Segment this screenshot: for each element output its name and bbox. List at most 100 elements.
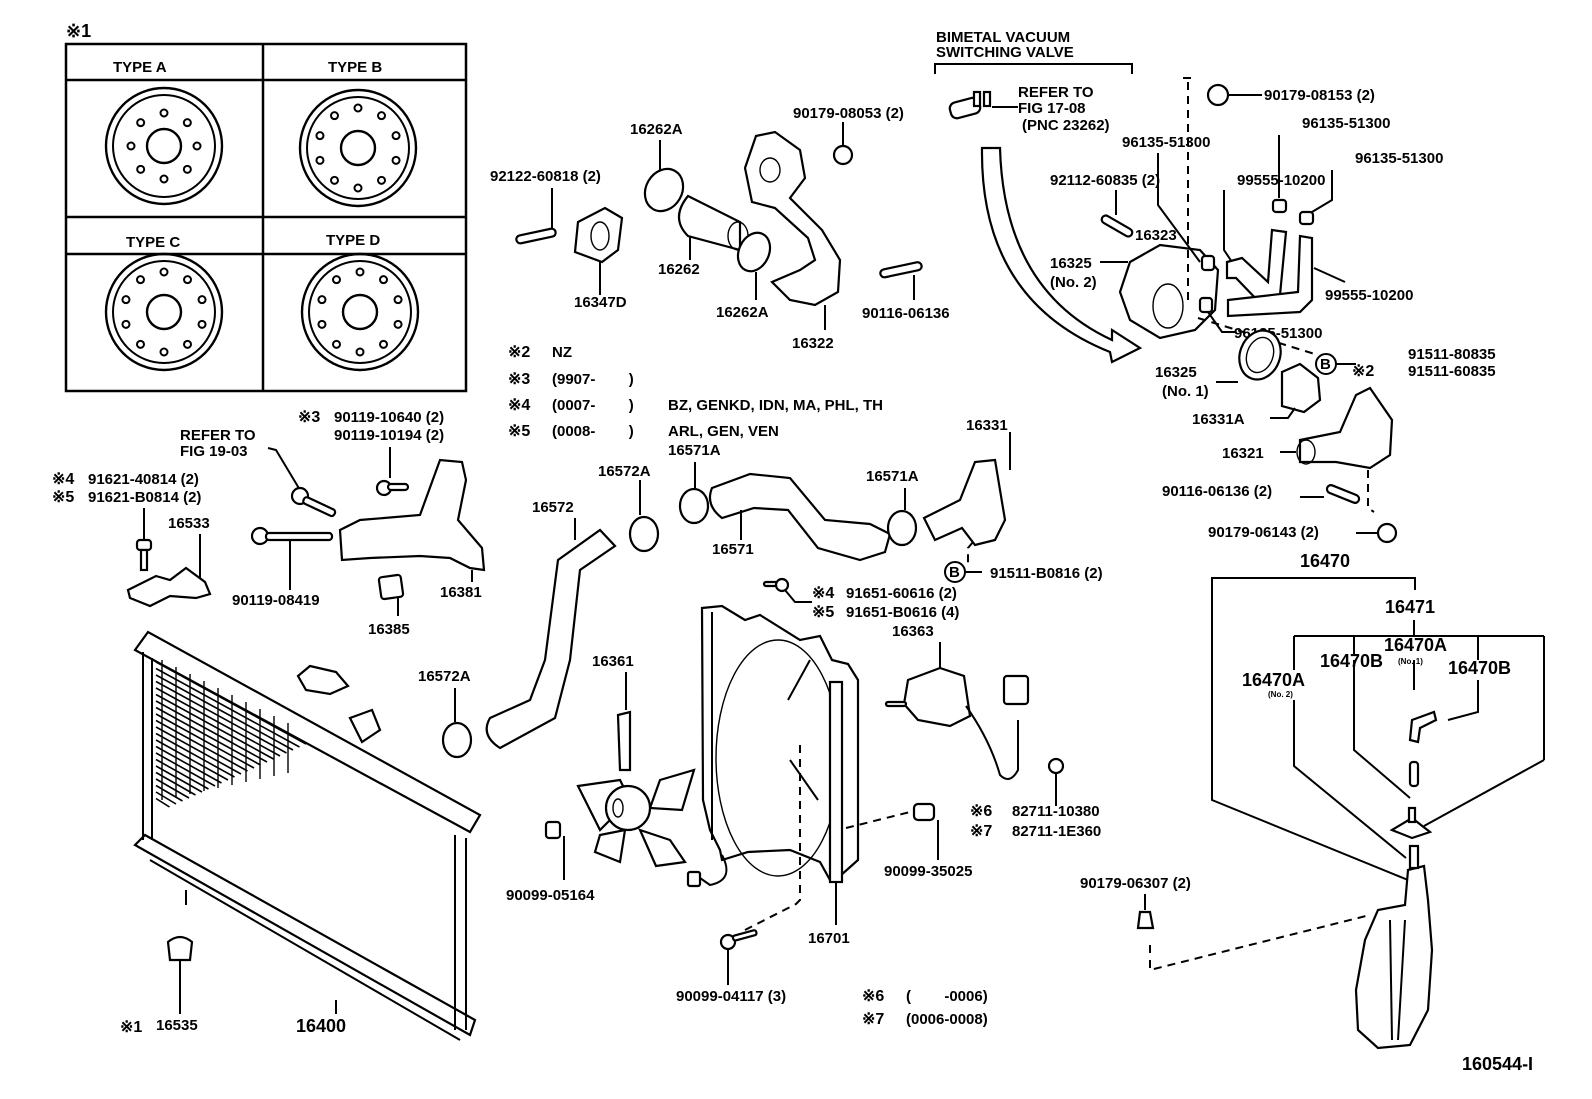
hose-clamp-icon [643,167,685,213]
label-16331a[interactable]: 16331A [1192,411,1245,428]
label-16323[interactable]: 16323 [1135,227,1177,244]
label-16470b[interactable]: 16470B [1448,658,1511,678]
bimetal-refer-line1[interactable]: REFER TO [1018,84,1094,101]
refer-fig19-line1[interactable]: REFER TO [180,427,256,444]
label-82711-10380[interactable]: 82711-10380 [1012,803,1100,820]
nut-icon [1206,83,1230,107]
label-16470a-no2-sub: (No. 2) [1268,690,1293,699]
label-90119-08419[interactable]: 90119-08419 [232,592,320,609]
fan-motor-16363-icon [884,666,1030,780]
label-16385[interactable]: 16385 [368,621,410,638]
bimetal-refer-line3[interactable]: (PNC 23262) [1022,117,1110,134]
label-91511-B0816[interactable]: 91511-B0816 (2) [990,565,1103,582]
cap-hole [183,339,193,349]
reservoir-group: 16470 16471 16470A 16470B (No. 1) 16470A… [1080,551,1545,1050]
cap-hole [379,339,389,349]
circle-b-icon [944,561,966,583]
cap-hole [393,295,403,305]
label-16321[interactable]: 16321 [1222,445,1264,462]
label-99555-10200-b[interactable]: 99555-10200 [1325,287,1413,304]
label-91621-40814[interactable]: 91621-40814 (2) [88,471,199,488]
cap-hole [377,111,387,121]
label-91511-60835[interactable]: 91511-60835 [1408,363,1496,380]
label-96135-51300-a[interactable]: 96135-51300 [1122,134,1210,151]
label-90179-08053[interactable]: 90179-08053 (2) [793,105,904,122]
label-16322[interactable]: 16322 [792,335,834,352]
fan-shroud-16701-icon [700,604,860,882]
cap-hole [331,339,341,349]
label-16363[interactable]: 16363 [892,623,934,640]
label-16262a-bottom[interactable]: 16262A [716,304,769,321]
circle-b-label: B [1320,356,1331,373]
label-16535[interactable]: 16535 [156,1017,198,1034]
label-16325-no2[interactable]: 16325 [1050,255,1092,272]
label-91621-B0814[interactable]: 91621-B0814 (2) [88,489,201,506]
label-16347d[interactable]: 16347D [574,294,627,311]
label-92112-60835[interactable]: 92112-60835 (2) [1050,172,1160,189]
label-90119-10194[interactable]: 90119-10194 (2) [334,427,444,444]
label-16331[interactable]: 16331 [966,417,1008,434]
label-16381[interactable]: 16381 [440,584,482,601]
label-90179-06307[interactable]: 90179-06307 (2) [1080,875,1191,892]
label-90099-35025[interactable]: 90099-35025 [884,863,972,880]
hose-clip-icon [1200,254,1216,272]
gasket-16325-icon [1238,329,1282,381]
type-box-marker: ※1 [66,21,91,41]
label-16325-no1[interactable]: 16325 [1155,364,1197,381]
label-16262a-top[interactable]: 16262A [630,121,683,138]
cap-hole [379,275,389,285]
label-16572a-bottom[interactable]: 16572A [418,668,471,685]
cap-hole [135,339,145,349]
cap-hole [355,267,365,277]
cap-hole [197,295,207,305]
label-82711-1E360[interactable]: 82711-1E360 [1012,823,1101,840]
cap-hole [159,347,169,357]
hose-clamp-icon [441,721,473,759]
label-96135-51300-c[interactable]: 96135-51300 [1355,150,1443,167]
label-91651-B0616[interactable]: 91651-B0616 (4) [846,604,959,621]
label-16470a-no2[interactable]: 16470A [1242,670,1305,690]
hose-clamp-icon [678,487,710,525]
label-16572a-top[interactable]: 16572A [598,463,651,480]
cap-hole [355,347,365,357]
label-16262[interactable]: 16262 [658,261,700,278]
water-outlet-16331-icon [922,458,1007,547]
cap-hole [315,155,325,165]
bimetal-refer-line2[interactable]: FIG 17-08 [1018,100,1086,117]
label-16400[interactable]: 16400 [296,1016,346,1036]
cap-hole [353,103,363,113]
label-91651-60616[interactable]: 91651-60616 (2) [846,585,957,602]
refer-fig19-line2[interactable]: FIG 19-03 [180,443,248,460]
label-90099-04117[interactable]: 90099-04117 (3) [676,988,786,1005]
label-90116-06136[interactable]: 90116-06136 [862,305,950,322]
label-16571a-right[interactable]: 16571A [866,468,919,485]
radiator-support-16533-icon [126,566,212,608]
label-16471[interactable]: 16471 [1385,597,1435,617]
type-a-cap-icon [104,86,224,206]
bracket-16381-icon [338,458,486,572]
thermostat-icon [1280,362,1322,414]
label-96135-51300-b[interactable]: 96135-51300 [1302,115,1390,132]
label-91511-80835[interactable]: 91511-80835 [1408,346,1496,363]
label-16533[interactable]: 16533 [168,515,210,532]
cap-hole [159,108,169,118]
label-16571a-left[interactable]: 16571A [668,442,721,459]
label-90179-06143[interactable]: 90179-06143 (2) [1208,524,1319,541]
label-90179-08153[interactable]: 90179-08153 (2) [1264,87,1375,104]
label-99555-10200-a[interactable]: 99555-10200 [1237,172,1325,189]
label-16470[interactable]: 16470 [1300,551,1350,571]
label-16470a-top[interactable]: 16470A [1384,635,1447,655]
label-90119-10640[interactable]: 90119-10640 (2) [334,409,444,426]
label-92122-60818[interactable]: 92122-60818 (2) [490,168,601,185]
label-16470b-no1[interactable]: 16470B [1320,651,1383,671]
label-16361[interactable]: 16361 [592,653,634,670]
cushion-16385-icon [377,573,405,601]
label-16470b-no1-sub: (No. 1) [1398,657,1423,666]
label-90099-05164[interactable]: 90099-05164 [506,887,595,904]
label-16701[interactable]: 16701 [808,930,850,947]
gasket-16347d-icon [573,206,624,264]
label-16572[interactable]: 16572 [532,499,574,516]
label-90116-06136-2[interactable]: 90116-06136 (2) [1162,483,1272,500]
label-16571[interactable]: 16571 [712,541,754,558]
